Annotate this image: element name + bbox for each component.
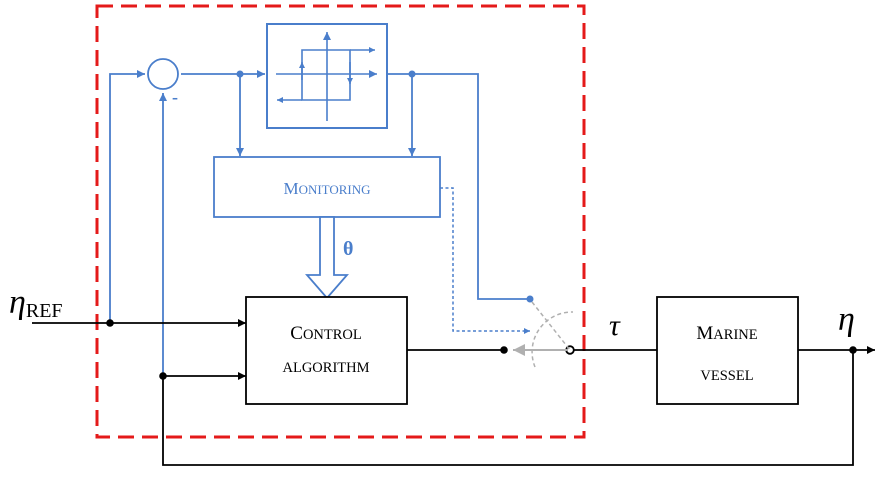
vessel-label-line2: VESSEL bbox=[700, 368, 753, 384]
switch bbox=[513, 301, 574, 368]
junction-dot bbox=[159, 372, 167, 380]
output-label: η bbox=[838, 301, 855, 338]
theta-arrow bbox=[305, 216, 349, 300]
junction-dot bbox=[526, 295, 534, 303]
marine-vessel-block bbox=[656, 296, 799, 405]
reference-label: ηREF bbox=[9, 284, 63, 322]
feedback-return-wire bbox=[162, 350, 854, 466]
monitoring-to-switch-dotted bbox=[440, 187, 530, 334]
junction-dot bbox=[849, 346, 857, 354]
control-label-line1: CONTROL bbox=[290, 323, 362, 344]
hysteresis-output-wire bbox=[387, 73, 530, 300]
junction-dot bbox=[236, 70, 244, 78]
control-label-line2: ALGORITHM bbox=[283, 360, 370, 376]
vessel-label-line1: MARINE bbox=[696, 323, 757, 344]
summing-junction bbox=[147, 58, 179, 90]
junction-dot bbox=[106, 319, 114, 327]
hysteresis-block bbox=[266, 23, 388, 129]
theta-label: θ bbox=[343, 238, 353, 260]
tau-label: τ bbox=[609, 309, 621, 342]
monitoring-block bbox=[213, 156, 441, 218]
ref-to-sum-wire bbox=[109, 70, 145, 323]
junction-dot bbox=[500, 346, 508, 354]
junction-dot bbox=[408, 70, 416, 78]
monitoring-label: MONITORING bbox=[283, 179, 370, 198]
monitoring-loop bbox=[109, 70, 530, 376]
main-loop bbox=[32, 319, 875, 466]
control-algorithm-block bbox=[245, 296, 408, 405]
minus-sign: - bbox=[172, 87, 178, 107]
fault-detection-boundary bbox=[95, 4, 586, 439]
